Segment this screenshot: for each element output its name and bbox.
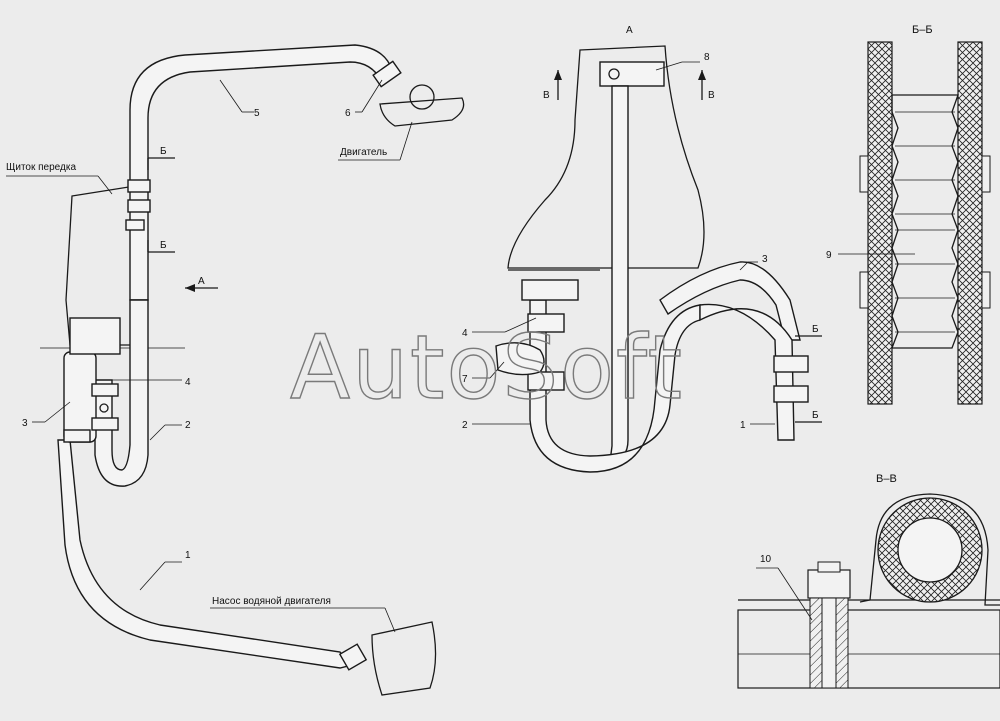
callout-5: 5 <box>254 108 260 119</box>
wall-right <box>957 41 983 405</box>
callout-2-left: 2 <box>185 420 191 431</box>
svg-text:Б: Б <box>160 146 167 157</box>
hose-5 <box>129 44 393 301</box>
callout-3-view-a: 3 <box>762 254 768 265</box>
svg-text:А: А <box>198 276 205 287</box>
callout-6: 6 <box>345 108 351 119</box>
base-plate <box>737 609 1000 689</box>
section-vv: В–В 10 <box>737 473 1000 689</box>
water-pump <box>371 621 437 696</box>
hose-3 <box>63 351 97 443</box>
clamp-tabs <box>859 155 991 309</box>
bolt-shank-left <box>809 597 823 689</box>
svg-text:В: В <box>543 90 550 101</box>
clamp <box>63 429 91 443</box>
view-a: А В В <box>462 25 822 473</box>
view-a-callouts: 8 3 4 7 2 1 <box>462 52 775 431</box>
callout-1-left: 1 <box>185 550 191 561</box>
shield-silhouette <box>507 45 705 269</box>
bolt-tip <box>817 561 841 573</box>
label-shield: Щиток передка <box>6 162 76 173</box>
strap <box>859 493 1000 606</box>
tee-7 <box>495 342 545 376</box>
callout-3-left: 3 <box>22 418 28 429</box>
callout-7: 7 <box>462 374 468 385</box>
label-engine: Двигатель <box>340 147 387 158</box>
callout-8: 8 <box>704 52 710 63</box>
bracket-bolt <box>608 68 620 80</box>
clamp <box>338 643 368 671</box>
section-marker-b-right: Б Б <box>795 324 822 423</box>
callout-4-left: 4 <box>185 377 191 388</box>
view-a-clamps <box>495 279 809 403</box>
section-bb: Б–Б 9 <box>826 24 991 405</box>
hose-bore <box>897 517 963 583</box>
clamp <box>91 383 119 397</box>
corrugated-insert <box>891 94 959 349</box>
wall-left <box>867 41 893 405</box>
callout-1-view-a: 1 <box>740 420 746 431</box>
callout-4-view-a: 4 <box>462 328 468 339</box>
clamp-group-left <box>63 60 402 671</box>
bolt-shank-right <box>835 597 849 689</box>
svg-text:Б: Б <box>812 410 819 421</box>
left-view: Б Б А Щиток передка 5 6 Двигатель 4 <box>6 44 465 696</box>
callout-10: 10 <box>760 554 772 565</box>
bracket-8 <box>599 61 665 87</box>
hose-1 <box>57 439 354 669</box>
section-marker-b-left: Б Б <box>147 146 175 253</box>
clamp <box>521 279 579 301</box>
section-marker-v: В В <box>543 70 715 101</box>
clamp <box>773 385 809 403</box>
svg-text:Б: Б <box>812 324 819 335</box>
engine-outlet-flange <box>409 84 435 110</box>
hose-3-view-a <box>659 261 801 341</box>
tee-fitting <box>99 403 109 413</box>
section-vv-title: В–В <box>876 473 897 485</box>
bolt-core <box>821 597 837 689</box>
clamp <box>372 60 402 88</box>
section-bb-title: Б–Б <box>912 24 933 36</box>
clamp <box>527 371 565 391</box>
left-callouts: Щиток передка 5 6 Двигатель 4 2 3 1 Нас <box>6 79 413 633</box>
view-a-title: А <box>626 25 633 36</box>
callout-2-view-a: 2 <box>462 420 468 431</box>
view-arrow-a: А <box>185 276 218 292</box>
clamp <box>127 199 151 213</box>
shield-pass-through <box>69 317 121 355</box>
pipe-vertical-right <box>609 85 629 463</box>
callout-9: 9 <box>826 250 832 261</box>
clamp <box>91 417 119 431</box>
clamp <box>527 313 565 333</box>
svg-text:Б: Б <box>160 240 167 251</box>
clamp <box>773 355 809 373</box>
label-pump: Насос водяной двигателя <box>212 596 331 607</box>
clamp <box>127 179 151 193</box>
hose-2 <box>94 299 149 487</box>
watermark: AutoSoft <box>290 316 684 419</box>
engine-outlet <box>379 97 465 127</box>
clamp <box>125 219 145 231</box>
bolt-head <box>807 569 851 599</box>
svg-text:В: В <box>708 90 715 101</box>
